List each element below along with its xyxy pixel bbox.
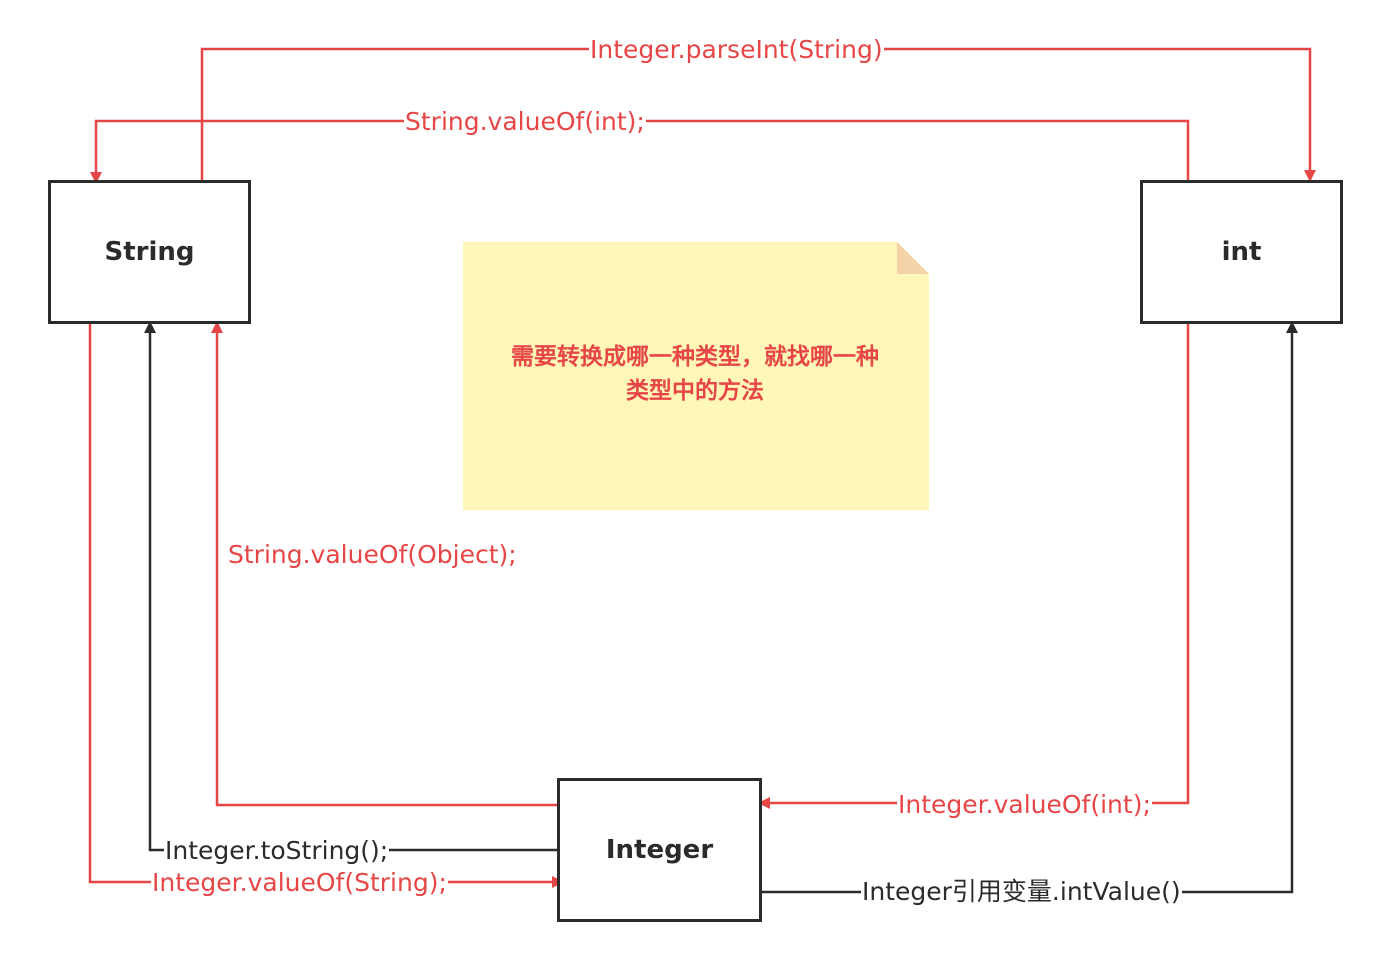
note-fold (897, 242, 929, 274)
label-integer-value-of-int: Integer.valueOf(int); (897, 790, 1152, 820)
node-integer: Integer (557, 778, 762, 922)
note-line-1: 需要转换成哪一种类型，就找哪一种 (511, 344, 879, 370)
label-string-value-of-int: String.valueOf(int); (404, 107, 646, 137)
edge-string-value-of-object (211, 321, 558, 807)
label-string-value-of-object: String.valueOf(Object); (227, 540, 518, 570)
label-integer-to-string: Integer.toString(); (164, 836, 390, 866)
node-int: int (1140, 180, 1343, 324)
note-text: 需要转换成哪一种类型，就找哪一种 类型中的方法 (470, 340, 920, 408)
label-parse-int: Integer.parseInt(String) (589, 35, 884, 65)
note-line-2: 类型中的方法 (626, 378, 764, 404)
note-shape (463, 242, 929, 510)
edge-integer-to-string (144, 321, 558, 852)
label-int-value: Integer引用变量.intValue() (861, 877, 1182, 907)
node-string: String (48, 180, 251, 324)
label-integer-value-of-string: Integer.valueOf(String); (151, 868, 448, 898)
edge-parse-int (200, 47, 1316, 182)
